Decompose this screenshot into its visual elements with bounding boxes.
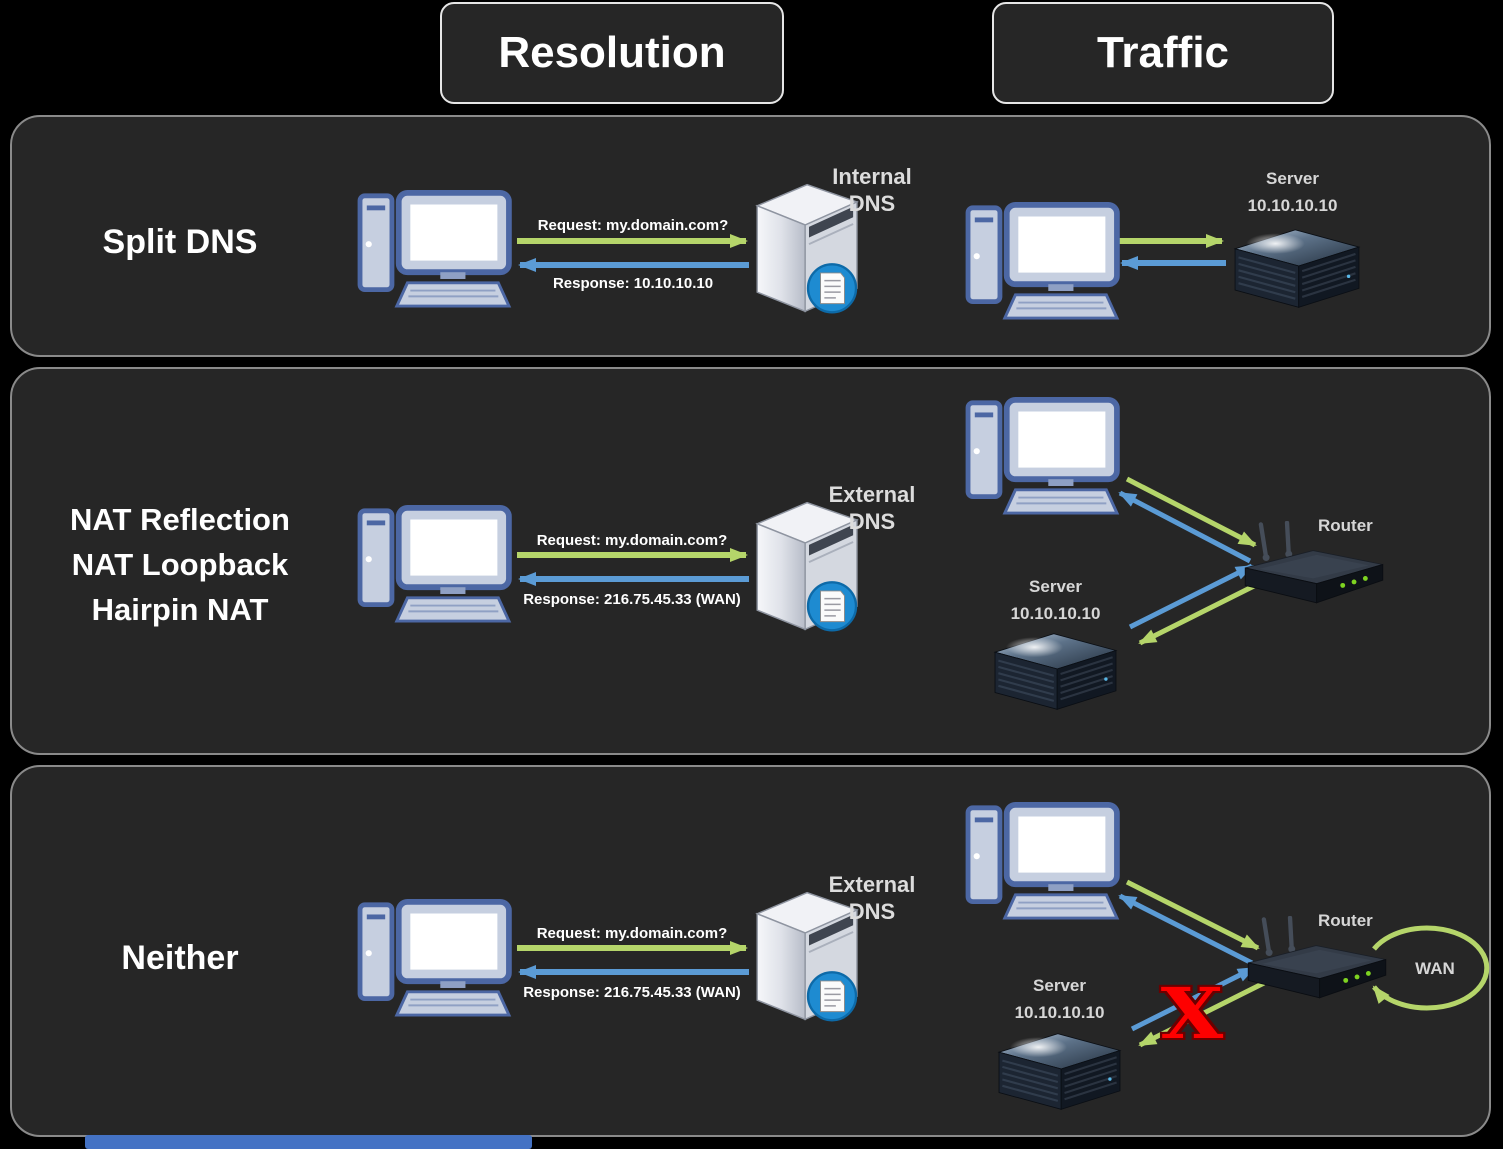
wan-label: WAN bbox=[1415, 959, 1455, 978]
column-header-resolution: Resolution bbox=[440, 2, 784, 104]
panel-split-dns: Split DNS Request: my.domain.com? Respon… bbox=[10, 115, 1491, 357]
request-arrow-label: Request: my.domain.com? bbox=[537, 217, 729, 234]
row-title-line1: NAT Reflection bbox=[70, 502, 290, 537]
response-arrow-label: Response: 216.75.45.33 (WAN) bbox=[523, 984, 741, 1001]
row-title-nat-reflection: NAT Reflection NAT Loopback Hairpin NAT bbox=[32, 497, 328, 632]
server-ip: 10.10.10.10 bbox=[1014, 1003, 1105, 1022]
router-icon bbox=[1243, 912, 1391, 1007]
dns-server-label: External DNS bbox=[812, 871, 932, 925]
traffic-header-label: Traffic bbox=[1096, 28, 1230, 77]
dns-server-label: Internal DNS bbox=[812, 163, 932, 217]
dns-label-line1: Internal bbox=[832, 164, 912, 189]
client-computer-icon bbox=[357, 505, 512, 623]
client-to-router-arrow bbox=[1125, 879, 1260, 951]
router-to-client-arrow bbox=[1118, 893, 1254, 966]
server-label: Server 10.10.10.10 bbox=[1220, 165, 1365, 219]
router-label: Router bbox=[1318, 516, 1373, 535]
dns-label-line2: DNS bbox=[848, 509, 896, 534]
resolution-header-label: Resolution bbox=[498, 28, 726, 77]
router-icon bbox=[1240, 517, 1388, 612]
request-arrow-label: Request: my.domain.com? bbox=[536, 532, 728, 549]
dns-label-line1: External bbox=[828, 482, 916, 507]
bottom-blue-bar bbox=[85, 1135, 532, 1149]
panel-nat-reflection: NAT Reflection NAT Loopback Hairpin NAT … bbox=[10, 367, 1491, 755]
dns-server-label: External DNS bbox=[812, 481, 932, 535]
client-computer-icon bbox=[965, 802, 1120, 920]
rack-server-icon bbox=[988, 627, 1123, 711]
response-arrow-label: Response: 10.10.10.10 bbox=[552, 275, 714, 292]
column-header-traffic: Traffic bbox=[992, 2, 1334, 104]
rack-server-icon bbox=[992, 1027, 1127, 1111]
server-label: Server 10.10.10.10 bbox=[992, 972, 1127, 1026]
row-title-split-dns: Split DNS bbox=[102, 223, 258, 261]
dns-label-line2: DNS bbox=[848, 899, 896, 924]
row-title-neither: Neither bbox=[121, 939, 239, 977]
response-arrow-label: Response: 216.75.45.33 (WAN) bbox=[523, 591, 741, 608]
server-ip: 10.10.10.10 bbox=[1247, 196, 1338, 215]
blocked-traffic-x-icon: X bbox=[1160, 972, 1224, 1055]
router-label: Router bbox=[1318, 911, 1373, 930]
server-title: Server bbox=[1266, 169, 1319, 188]
server-to-router-arrow bbox=[1128, 563, 1254, 630]
client-computer-icon bbox=[965, 397, 1120, 515]
server-ip: 10.10.10.10 bbox=[1010, 604, 1101, 623]
panel-neither: Neither Request: my.domain.com? Response… bbox=[10, 765, 1491, 1137]
server-title: Server bbox=[1029, 577, 1082, 596]
client-computer-icon bbox=[357, 190, 512, 308]
row-title-line3: Hairpin NAT bbox=[91, 592, 269, 627]
row-title-line2: NAT Loopback bbox=[71, 547, 289, 582]
request-arrow-label: Request: my.domain.com? bbox=[536, 925, 728, 942]
server-title: Server bbox=[1033, 976, 1086, 995]
rack-server-icon bbox=[1228, 223, 1366, 309]
client-computer-icon bbox=[357, 899, 512, 1017]
server-label: Server 10.10.10.10 bbox=[988, 573, 1123, 627]
client-computer-icon bbox=[965, 202, 1120, 320]
dns-label-line2: DNS bbox=[848, 191, 896, 216]
router-to-client-arrow bbox=[1118, 490, 1252, 564]
client-to-router-arrow bbox=[1125, 476, 1257, 548]
dns-label-line1: External bbox=[828, 872, 916, 897]
